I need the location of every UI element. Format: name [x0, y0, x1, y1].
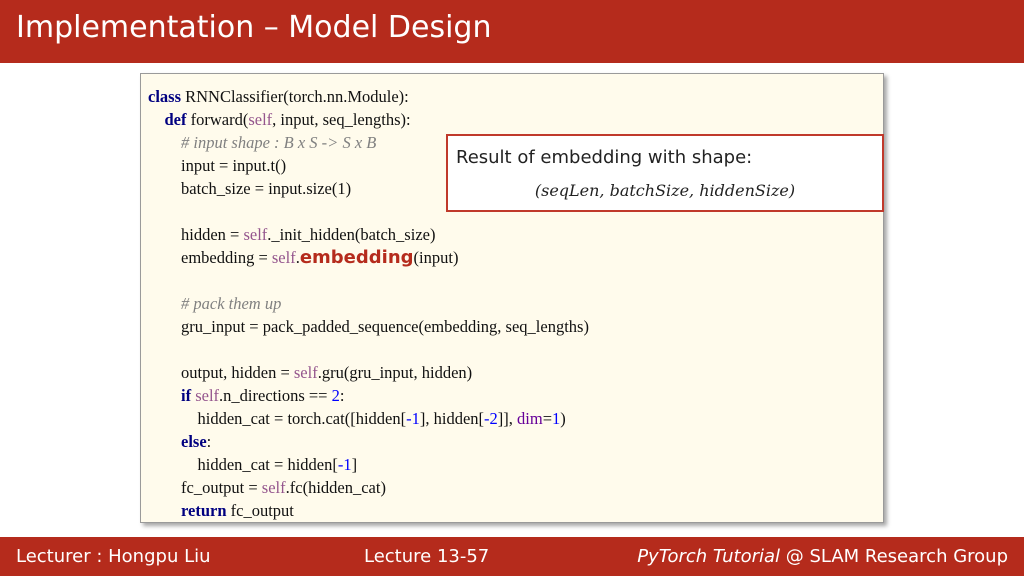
number-literal: -1 [406, 409, 420, 428]
code-text: forward( [186, 110, 249, 129]
number-literal: -2 [484, 409, 498, 428]
code-text: gru_input = pack_padded_sequence(embeddi… [148, 317, 589, 336]
code-text: ) [560, 409, 566, 428]
code-text: .gru(gru_input, hidden) [317, 363, 473, 382]
slide-title: Implementation – Model Design [16, 10, 492, 45]
number-literal: 2 [331, 386, 340, 405]
keyword-self: self [293, 363, 318, 382]
code-line-7: hidden = self._init_hidden(batch_size) [148, 223, 589, 246]
keyword-return: return [181, 501, 227, 520]
code-line-11: gru_input = pack_padded_sequence(embeddi… [148, 315, 589, 338]
code-text: input = input.t() [148, 156, 287, 175]
keyword-self: self [195, 386, 220, 405]
code-line-blank [148, 269, 589, 292]
footer-tutorial-name: PyTorch Tutorial [637, 546, 781, 567]
code-line-19: return fc_output [148, 499, 589, 522]
indent [148, 501, 181, 520]
code-text: embedding = [148, 248, 272, 267]
code-line-3: # input shape : B x S -> S x B [148, 131, 589, 154]
code-line-16: else: [148, 430, 589, 453]
code-text: (input) [413, 248, 459, 267]
code-text: output, hidden = [148, 363, 294, 382]
number-literal: -1 [337, 455, 352, 474]
code-listing: class RNNClassifier(torch.nn.Module): de… [148, 85, 589, 522]
keyword-argument: dim [517, 409, 543, 428]
code-text: fc_output = [148, 478, 262, 497]
code-text: batch_size = input.size(1) [148, 179, 352, 198]
code-text: ._init_hidden(batch_size) [267, 225, 436, 244]
indent [148, 133, 181, 152]
code-text: ], hidden[ [419, 409, 485, 428]
indent [148, 110, 165, 129]
code-text: .fc(hidden_cat) [285, 478, 386, 497]
code-line-1: class RNNClassifier(torch.nn.Module): [148, 85, 589, 108]
footer-group-name: @ SLAM Research Group [780, 546, 1008, 567]
code-text: ]], [497, 409, 518, 428]
code-text: . [295, 248, 300, 267]
indent [148, 386, 181, 405]
embedding-shape-callout: Result of embedding with shape: (seqLen,… [446, 134, 884, 212]
footer-lecturer: Lecturer : Hongpu Liu [16, 546, 211, 567]
indent [148, 432, 181, 451]
slide-header: Implementation – Model Design [0, 0, 1024, 63]
code-text: fc_output [226, 501, 294, 520]
keyword-self: self [248, 110, 273, 129]
keyword-def: def [164, 110, 187, 129]
code-line-18: fc_output = self.fc(hidden_cat) [148, 476, 589, 499]
keyword-self: self [271, 248, 296, 267]
code-comment: # pack them up [181, 294, 282, 313]
code-text: : [339, 386, 345, 405]
keyword-else: else [181, 432, 207, 451]
code-line-14: if self.n_directions == 2: [148, 384, 589, 407]
embedding-highlight: embedding [299, 247, 414, 268]
code-text: ] [351, 455, 358, 474]
code-text: = [542, 409, 552, 428]
code-text: hidden_cat = hidden[ [148, 455, 338, 474]
callout-text: Result of embedding with shape: [456, 147, 753, 168]
code-comment: # input shape : B x S -> S x B [181, 133, 377, 152]
code-line-8: embedding = self.embedding(input) [148, 246, 589, 269]
keyword-if: if [181, 386, 192, 405]
indent [148, 294, 181, 313]
code-line-15: hidden_cat = torch.cat([hidden[-1], hidd… [148, 407, 589, 430]
code-text: hidden = [148, 225, 244, 244]
callout-shape-formula: (seqLen, batchSize, hiddenSize) [534, 181, 796, 200]
code-text: RNNClassifier(torch.nn.Module): [181, 87, 409, 106]
code-line-13: output, hidden = self.gru(gru_input, hid… [148, 361, 589, 384]
number-literal: 1 [552, 409, 561, 428]
code-text: : [206, 432, 212, 451]
code-line-2: def forward(self, input, seq_lengths): [148, 108, 589, 131]
footer-lecture-number: Lecture 13-57 [364, 546, 490, 567]
code-line-17: hidden_cat = hidden[-1] [148, 453, 589, 476]
keyword-class: class [148, 87, 181, 106]
code-text: hidden_cat = torch.cat([hidden[ [148, 409, 407, 428]
code-line-5: batch_size = input.size(1) [148, 177, 589, 200]
footer-course: PyTorch Tutorial @ SLAM Research Group [637, 546, 1008, 567]
code-line-4: input = input.t() [148, 154, 589, 177]
keyword-self: self [243, 225, 268, 244]
slide-footer: Lecturer : Hongpu Liu Lecture 13-57 PyTo… [0, 537, 1024, 576]
code-line-blank [148, 338, 589, 361]
code-text: .n_directions == [219, 386, 332, 405]
keyword-self: self [261, 478, 286, 497]
code-line-10: # pack them up [148, 292, 589, 315]
code-text: , input, seq_lengths): [272, 110, 411, 129]
